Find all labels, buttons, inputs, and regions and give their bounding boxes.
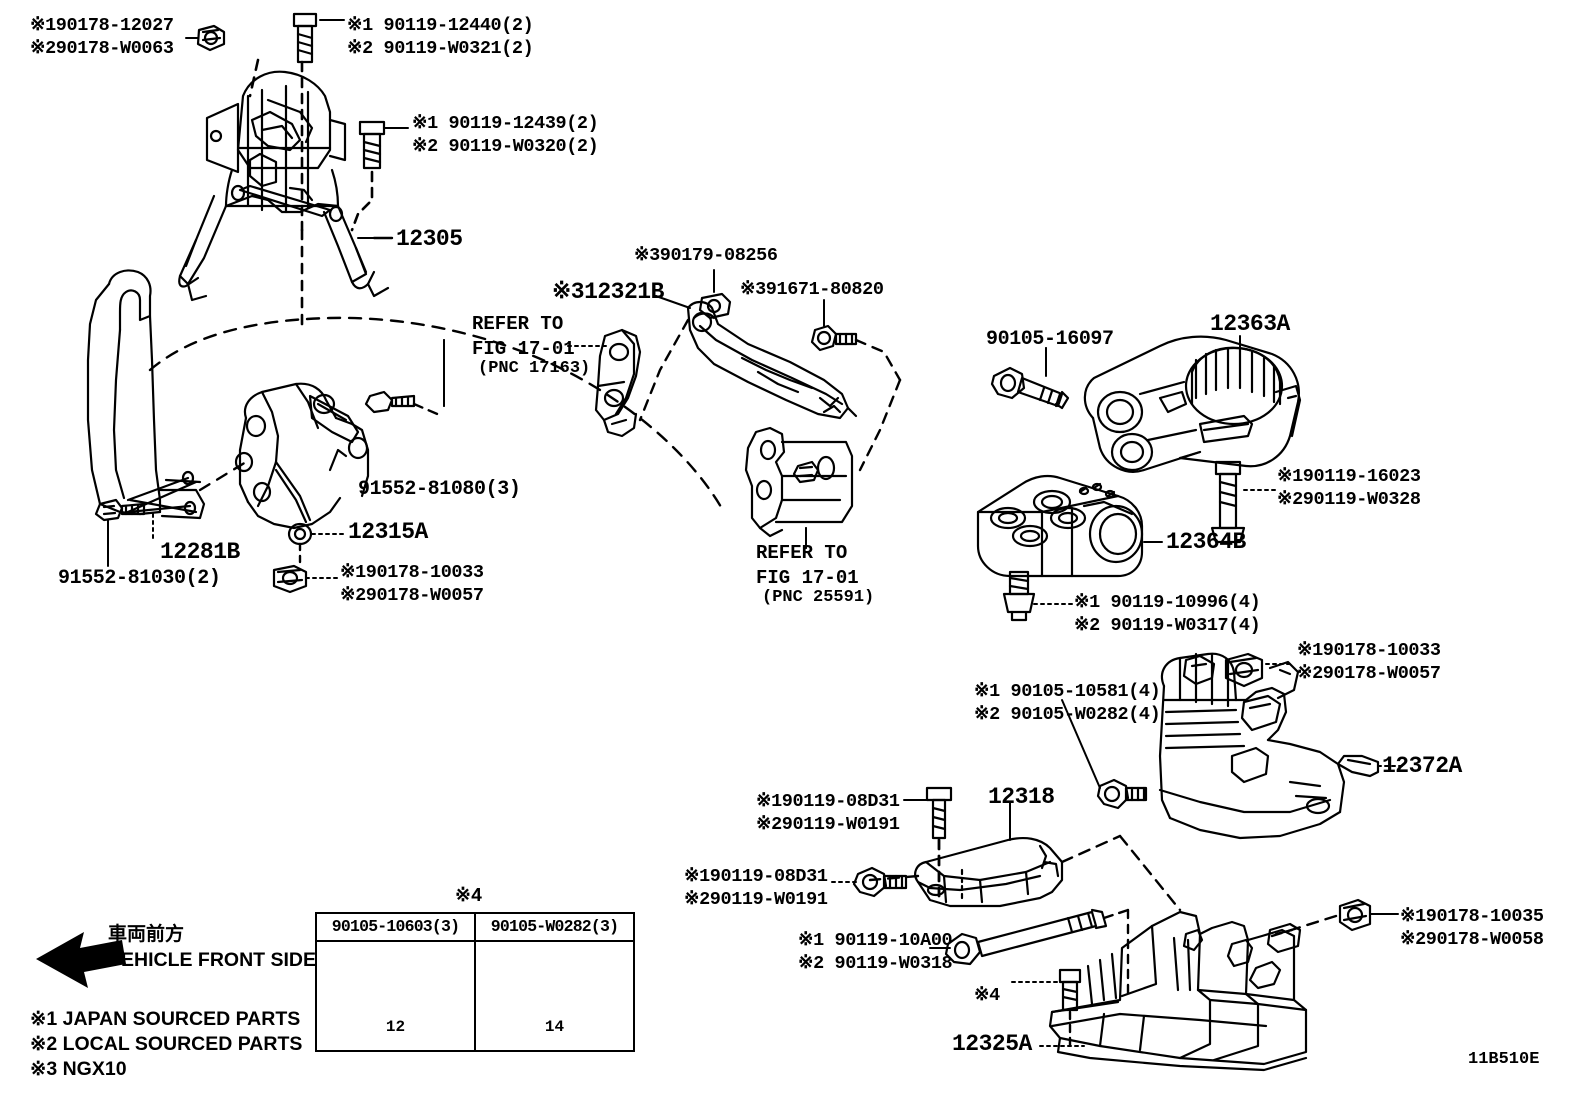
clip-390179-08256-illustration xyxy=(698,292,732,320)
callout-refer-pnc-25591: (PNC 25591) xyxy=(762,588,875,607)
part-12363A-illustration xyxy=(1083,335,1302,473)
callout-nut-90178-10033-upper: ※190178-10033 ※290178-W0057 xyxy=(1297,640,1441,684)
callout-bolt-391671-80820: ※391671-80820 xyxy=(740,279,884,300)
part-12364B-illustration xyxy=(976,474,1144,578)
nut-90178-12027-illustration xyxy=(196,24,226,52)
part-pnc25591-illustration xyxy=(744,426,854,549)
callout-part-12281B: 12281B xyxy=(160,539,240,565)
callout-bolt-90119-10A00: ※1 90119-10A00 ※2 90119-W0318 xyxy=(798,930,953,974)
callout-refer-pnc-17163: (PNC 17163) xyxy=(478,359,591,378)
legend-cell-2: 14 xyxy=(476,942,633,1050)
bolt-391671-80820-illustration xyxy=(810,324,858,352)
callout-bolt-90105-16097: 90105-16097 xyxy=(986,328,1114,351)
callout-bolt-90119-16023: ※190119-16023 ※290119-W0328 xyxy=(1277,466,1421,510)
callout-bolt-90105-10581: ※1 90105-10581(4) ※2 90105-W0282(4) xyxy=(974,681,1161,725)
nut-90178-10033-lower-illustration xyxy=(272,564,308,594)
bolt-90105-16097-illustration xyxy=(990,347,1070,410)
nut-90178-10035-illustration xyxy=(1338,898,1372,932)
callout-bolt-90119-12440: ※1 90119-12440(2) ※2 90119-W0321(2) xyxy=(347,15,534,59)
callout-part-12363A: 12363A xyxy=(1210,311,1290,337)
part-12321B-rod-illustration xyxy=(686,300,858,420)
legend-header-1: 90105-10603(3) xyxy=(317,914,474,942)
part-12321B-illustration xyxy=(594,328,642,438)
callout-part-12372A: 12372A xyxy=(1382,753,1462,779)
callout-bolt-star4: ※4 xyxy=(974,985,1000,1006)
vehicle-front-side-label: 車両前方 VEHICLE FRONT SIDE xyxy=(108,922,316,973)
bolt-91552-81080-illustration xyxy=(364,339,445,418)
bolt-90119-10A00-illustration xyxy=(944,908,1130,966)
bolt-91552-81030-illustration xyxy=(94,498,146,567)
bolt-90119-10996-illustration xyxy=(1002,570,1036,622)
callout-bolt-90119-08D31-left: ※190119-08D31 ※290119-W0191 xyxy=(684,866,828,910)
bolt-90119-12439-illustration xyxy=(358,120,386,170)
part-12305-illustration xyxy=(178,58,390,332)
callout-part-12321B: ※312321B xyxy=(552,279,664,305)
nut-90178-10033-upper-illustration xyxy=(1224,652,1264,688)
callout-part-12315A: 12315A xyxy=(348,519,428,545)
callout-nut-90178-12027: ※190178-12027 ※290178-W0063 xyxy=(30,15,174,59)
bolt-star4-illustration xyxy=(1058,968,1082,1050)
callout-bolt-91552-81030: 91552-81030(2) xyxy=(58,567,221,590)
legend-title: ※4 xyxy=(455,885,483,907)
callout-refer-fig1701-17163: REFER TO FIG 17-01 xyxy=(472,313,575,361)
legend-header-2: 90105-W0282(3) xyxy=(476,914,633,942)
legend-cell-1: 12 xyxy=(317,942,474,1050)
bolt-size-legend-table: 90105-10603(3) 12 90105-W0282(3) 14 xyxy=(315,912,635,1052)
source-notes: ※1 JAPAN SOURCED PARTS ※2 LOCAL SOURCED … xyxy=(30,1008,303,1081)
legend-size-2: 14 xyxy=(544,1018,565,1036)
bolt-90119-08D31-top-illustration xyxy=(925,786,953,898)
callout-bolt-90119-08D31-top: ※190119-08D31 ※290119-W0191 xyxy=(756,791,900,835)
callout-part-12364B: 12364B xyxy=(1166,529,1246,555)
callout-bolt-91552-81080: 91552-81080(3) xyxy=(358,478,521,501)
part-12318-illustration xyxy=(868,834,1122,908)
vehicle-front-side-jp: 車両前方 xyxy=(108,923,185,945)
legend-column-2: 90105-W0282(3) 14 xyxy=(476,914,633,1050)
callout-bolt-90119-10996: ※1 90119-10996(4) ※2 90119-W0317(4) xyxy=(1074,592,1261,636)
callout-nut-90178-10035: ※190178-10035 ※290178-W0058 xyxy=(1400,906,1544,950)
callout-part-12325A: 12325A xyxy=(952,1031,1032,1057)
part-12281B-illustration xyxy=(86,269,206,520)
bolt-90119-12440-illustration xyxy=(292,12,318,64)
figure-code: 11B510E xyxy=(1468,1050,1540,1069)
callout-bolt-90119-12439: ※1 90119-12439(2) ※2 90119-W0320(2) xyxy=(412,113,599,157)
callout-refer-fig1701-25591: REFER TO FIG 17-01 xyxy=(756,542,859,590)
legend-column-1: 90105-10603(3) 12 xyxy=(317,914,476,1050)
bolt-90119-08D31-left-illustration xyxy=(852,866,908,898)
callout-part-12305: 12305 xyxy=(396,226,463,252)
vehicle-front-side-en: VEHICLE FRONT SIDE xyxy=(108,948,317,971)
legend-size-1: 12 xyxy=(385,1018,406,1036)
part-12325A-illustration xyxy=(1048,910,1308,1072)
callout-part-12318: 12318 xyxy=(988,784,1055,810)
callout-clip-390179-08256: ※390179-08256 xyxy=(634,245,778,266)
callout-nut-90178-10033-lower: ※190178-10033 ※290178-W0057 xyxy=(340,562,484,606)
